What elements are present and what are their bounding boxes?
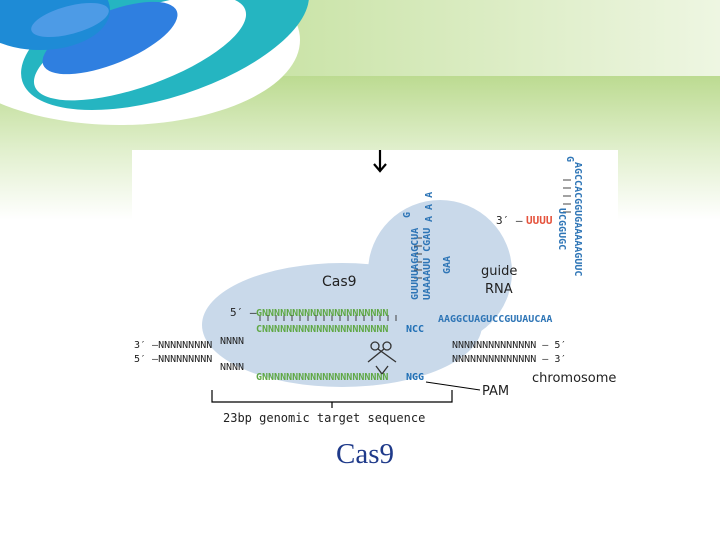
pam-pointer [425,381,481,391]
loop-g: G [402,212,413,218]
scissors-icon [367,341,397,375]
guide-rna-label-line1: guide [481,264,517,279]
dna-bottom-right: NNNNNNNNNNNNNN – 3′ [452,354,566,365]
logo-swoosh [0,0,309,125]
grna-spacer: GNNNNNNNNNNNNNNNNNNNNN [256,308,388,319]
pam-complement: NCC [406,324,424,335]
down-arrow-icon [373,150,387,173]
pam-label: PAM [482,384,509,399]
grna-uuuu: UUUU [526,214,553,227]
target-bracket [211,390,453,403]
grna-5prime-label: 5′ – [230,306,257,319]
guide-rna-label-line2: RNA [485,282,513,297]
slide-caption: Cas9 [336,438,394,470]
hairpin-strand-1: UCGGUGC [556,208,567,250]
pairing-ticks [259,315,397,321]
dna-top-ramp: NNNN [220,336,244,347]
hairpin-g: G [564,156,575,162]
dna-top-right: NNNNNNNNNNNNNN – 5′ [452,340,566,351]
cas9-protein [202,200,512,387]
loop-stem-2: UAAAAUU CGAU [422,228,433,300]
chromosome-label: chromosome [532,371,616,386]
loop-ticks [414,179,571,279]
dna-bottom-left: 5′ –NNNNNNNNN [134,354,212,365]
target-bottom-strand: GNNNNNNNNNNNNNNNNNNNNN [256,372,388,383]
pam-sequence: NGG [406,372,424,383]
grna-3prime-label: 3′ – [496,214,523,227]
loop-stem-1: GUUUUAGAGCUA [410,228,421,300]
target-top-strand: CNNNNNNNNNNNNNNNNNNNNN [256,324,388,335]
dna-top-left: 3′ –NNNNNNNNN [134,340,212,351]
loop-a: A A A [424,192,435,222]
target-sequence-label: 23bp genomic target sequence [223,411,425,425]
dna-bottom-ramp: NNNN [220,362,244,373]
loop-tip: GAA [442,256,453,274]
cas9-diagram: Cas9 guide RNA 3′ – UUUU UCGGUGC AGCCACG… [132,150,618,432]
grna-tail: AAGGCUAGUCCGUUAUCAA [438,314,552,325]
hairpin-strand-2: AGCCACGGUGAAAAAGUUC [572,162,583,276]
cas9-label: Cas9 [322,274,357,290]
